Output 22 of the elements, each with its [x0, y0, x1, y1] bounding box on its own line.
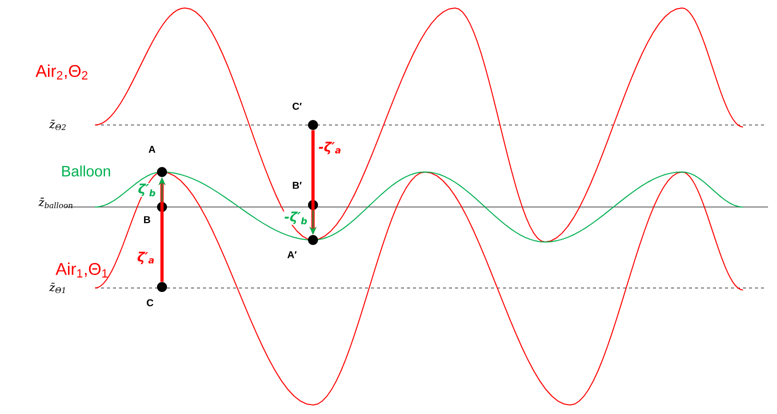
- point-label: A: [148, 146, 156, 153]
- region-label: Balloon: [62, 165, 110, 176]
- point-marker: [287, 235, 318, 258]
- axis-label: z̄$_{balloon}$: [38, 198, 72, 208]
- point-marker: [148, 146, 167, 177]
- region-label: Air$_{1}$,Θ$_{1}$: [56, 262, 108, 278]
- point-label: C: [146, 299, 154, 306]
- axis-label: z̄$_{Θ2}$: [49, 120, 66, 130]
- point-marker: [144, 202, 167, 224]
- edge-label: -ζ′$_{b}$: [284, 212, 307, 224]
- point-label: A′: [287, 251, 297, 258]
- point-label: C′: [292, 102, 302, 110]
- point-label: B′: [292, 182, 302, 189]
- point-marker: [292, 102, 318, 130]
- axis-label: z̄$_{Θ1}$: [49, 282, 65, 294]
- point-label: B: [144, 216, 150, 224]
- edge-label: ζ′$_{a}$: [138, 252, 154, 264]
- point-marker: [146, 282, 167, 306]
- edge-label: ζ′$_{b}$: [138, 184, 156, 196]
- region-label: Air$_{2}$,Θ$_{2}$: [36, 64, 88, 80]
- edge-label: -ζ′$_{a}$: [318, 142, 340, 154]
- point-marker: [292, 182, 318, 210]
